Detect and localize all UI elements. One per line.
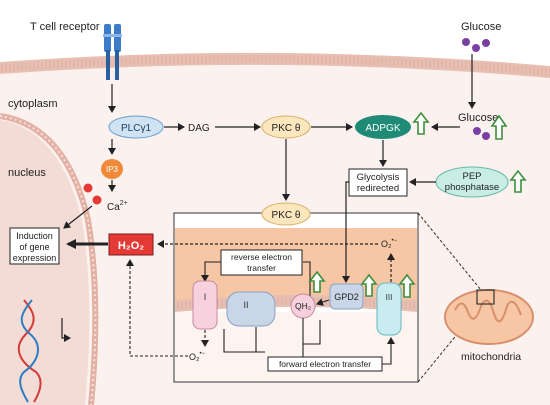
nuclear-envelope-dash bbox=[0, 115, 97, 405]
dag-label: DAG bbox=[188, 123, 210, 134]
arrow-qh2-complex3 bbox=[302, 318, 321, 345]
arrow-gpd2-qh2 bbox=[316, 298, 330, 306]
glucose-molecules-icon bbox=[462, 38, 490, 52]
forward-to-complex3 bbox=[382, 337, 395, 365]
reverse-label-2: transfer bbox=[247, 263, 276, 273]
complex-iii-up-arrow-icon bbox=[398, 273, 416, 298]
pep-label-1: PEP bbox=[462, 171, 481, 182]
forward-electron-transfer-box: forward electron transfer bbox=[267, 356, 383, 372]
gpd2-label: GPD2 bbox=[334, 292, 359, 302]
forward-label: forward electron transfer bbox=[279, 359, 371, 369]
induction-label-1: Induction bbox=[16, 231, 53, 241]
mitochondria-label: mitochondria bbox=[461, 351, 521, 363]
calcium-ions-icon bbox=[83, 183, 102, 205]
complex-ii-icon: II bbox=[226, 291, 276, 327]
reverse-electron-transfer-box: reverse electron transfer bbox=[220, 249, 303, 276]
arrow-reverse-to-complex1 bbox=[303, 261, 311, 297]
zoom-line-top bbox=[417, 212, 482, 291]
t-cell-receptor-icon bbox=[103, 24, 122, 80]
gpd2-up-arrow-icon bbox=[360, 273, 378, 297]
ip3-node: IP3 bbox=[101, 159, 123, 179]
pkc-theta-node: PKC θ bbox=[261, 115, 311, 139]
dna-icon bbox=[17, 299, 71, 403]
pep-label-2: phosphatase bbox=[445, 182, 499, 193]
induction-label-2: of gene bbox=[19, 242, 49, 252]
pkc-theta-mito-label: PKC θ bbox=[272, 210, 301, 221]
glycolysis-label-2: redirected bbox=[357, 183, 399, 194]
plcg1-label: PLCγ1 bbox=[121, 123, 151, 134]
complex-iii-icon: III bbox=[376, 282, 402, 336]
mitochondrion-icon bbox=[444, 289, 534, 345]
pep-up-arrow-icon bbox=[509, 169, 527, 193]
qh2-node: QH₂ bbox=[290, 293, 316, 319]
glycolysis-label-1: Glycolysis bbox=[357, 172, 400, 183]
h2o2-label: H₂O₂ bbox=[118, 240, 144, 252]
forward-transfer-line bbox=[223, 329, 265, 353]
arrow-o2-bottom-h2o2 bbox=[126, 259, 188, 357]
reverse-label-1: reverse electron bbox=[231, 252, 292, 262]
complex-ii-label: II bbox=[243, 300, 248, 310]
glucose-mid-label: Glucose bbox=[458, 112, 498, 124]
complex-i-icon: I bbox=[192, 280, 218, 330]
ip3-label: IP3 bbox=[106, 165, 119, 174]
nucleus-label: nucleus bbox=[8, 167, 46, 179]
gpd2-node: GPD2 bbox=[329, 283, 364, 310]
induction-box: Induction of gene expression bbox=[9, 227, 60, 265]
pep-phosphatase-node: PEP phosphatase bbox=[435, 166, 509, 198]
adpgk-node: ADPGK bbox=[355, 115, 411, 139]
induction-label-3: expression bbox=[13, 253, 57, 263]
glycolysis-box: Glycolysis redirected bbox=[348, 168, 408, 197]
plasma-membrane-lipids bbox=[0, 54, 550, 76]
qh2-up-arrow-icon bbox=[308, 270, 326, 293]
complex-i-label: I bbox=[204, 292, 207, 302]
o2-bottom-label: O₂•− bbox=[189, 351, 206, 362]
glucose-up-arrow-icon bbox=[490, 114, 508, 140]
arrow-reverse-down bbox=[201, 261, 221, 282]
complex-iii-label: III bbox=[386, 293, 393, 302]
plcg1-node: PLCγ1 bbox=[108, 115, 164, 139]
glucose-top-label: Glucose bbox=[461, 21, 501, 33]
adpgk-up-arrow-icon bbox=[412, 111, 430, 135]
arrow-glycolysis-gpd2 bbox=[342, 181, 350, 283]
pkc-theta-mito-node: PKC θ bbox=[261, 202, 311, 226]
qh2-label: QH₂ bbox=[295, 301, 311, 311]
cytoplasm-label: cytoplasm bbox=[8, 98, 58, 110]
calcium-label: Ca2+ bbox=[107, 200, 128, 213]
arrow-ca-induction bbox=[63, 205, 93, 229]
h2o2-node: H₂O₂ bbox=[108, 233, 154, 256]
glucose-inside-icon bbox=[473, 127, 490, 140]
tcr-label: T cell receptor bbox=[30, 21, 100, 33]
adpgk-label: ADPGK bbox=[365, 123, 400, 134]
pkc-theta-label: PKC θ bbox=[272, 123, 301, 134]
o2-top-label: O₂•− bbox=[381, 238, 398, 249]
